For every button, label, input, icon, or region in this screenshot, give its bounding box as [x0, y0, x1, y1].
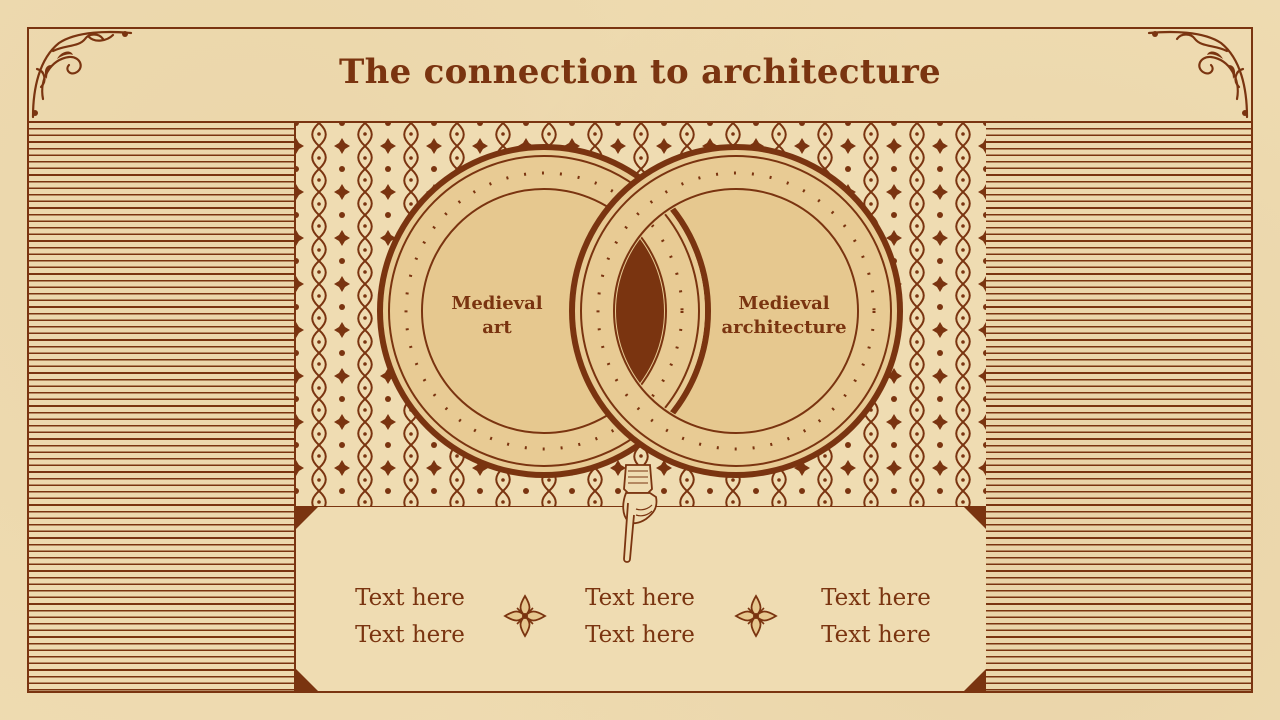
left-lined-panel — [29, 123, 294, 691]
label-medieval-art-line2: art — [482, 317, 512, 338]
label-medieval-architecture: Medieval architecture — [712, 292, 856, 340]
page-title: The connection to architecture — [338, 52, 941, 92]
fleuron-separator-1 — [503, 594, 547, 638]
corner-ornament-top-right — [1147, 30, 1249, 119]
label-medieval-art-line1: Medieval — [451, 293, 543, 314]
text-block-3-line2: Text here — [821, 622, 931, 648]
label-medieval-architecture-line2: architecture — [721, 317, 847, 338]
text-block-2-line2: Text here — [585, 622, 695, 648]
text-block-1: Text here Text here — [320, 580, 500, 654]
text-block-1-line1: Text here — [355, 585, 465, 611]
text-block-3-line1: Text here — [821, 585, 931, 611]
text-block-2: Text here Text here — [550, 580, 730, 654]
header-divider — [27, 121, 1253, 123]
text-block-2-line1: Text here — [585, 585, 695, 611]
outer-frame — [27, 27, 1253, 693]
venn-diagram-panel — [296, 123, 986, 691]
fleuron-separator-2 — [734, 594, 778, 638]
corner-ornament-top-left — [31, 30, 133, 119]
text-block-3: Text here Text here — [786, 580, 966, 654]
label-medieval-art: Medieval art — [434, 292, 560, 340]
text-block-1-line2: Text here — [355, 622, 465, 648]
right-lined-panel — [986, 123, 1251, 691]
pointing-hand-icon — [622, 464, 658, 563]
label-medieval-architecture-line1: Medieval — [738, 293, 830, 314]
left-panel-divider — [294, 123, 296, 691]
